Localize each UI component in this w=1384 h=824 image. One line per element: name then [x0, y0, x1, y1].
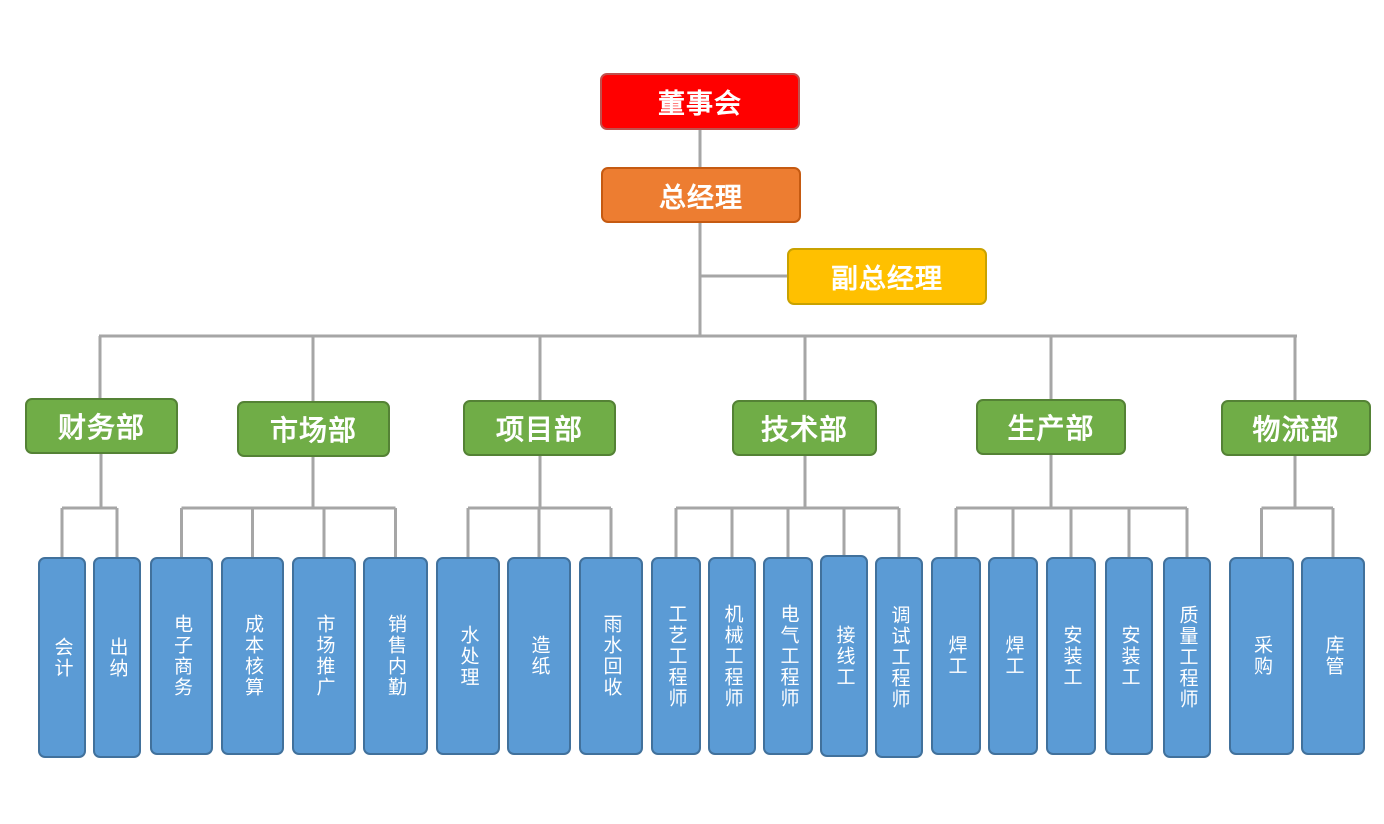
role-box: 机械工程师 — [708, 557, 756, 755]
role-box: 库管 — [1301, 557, 1365, 755]
role-box: 电气工程师 — [763, 557, 813, 755]
board-box: 董事会 — [600, 73, 800, 130]
vice-general-manager-box: 副总经理 — [787, 248, 987, 305]
department-box: 财务部 — [25, 398, 178, 454]
role-box: 焊工 — [988, 557, 1038, 755]
role-box: 安装工 — [1105, 557, 1153, 755]
role-box: 水处理 — [436, 557, 500, 755]
role-box: 雨水回收 — [579, 557, 643, 755]
department-box: 技术部 — [732, 400, 877, 456]
department-box: 项目部 — [463, 400, 616, 456]
role-box: 质量工程师 — [1163, 557, 1211, 758]
role-box: 接线工 — [820, 555, 868, 757]
role-box: 调试工程师 — [875, 557, 923, 758]
role-box: 电子商务 — [150, 557, 213, 755]
department-box: 物流部 — [1221, 400, 1371, 456]
role-box: 市场推广 — [292, 557, 356, 755]
role-box: 工艺工程师 — [651, 557, 701, 755]
role-box: 成本核算 — [221, 557, 284, 755]
department-box: 生产部 — [976, 399, 1126, 455]
general-manager-box: 总经理 — [601, 167, 801, 223]
role-box: 销售内勤 — [363, 557, 428, 755]
role-box: 会计 — [38, 557, 86, 758]
role-box: 安装工 — [1046, 557, 1096, 755]
role-box: 出纳 — [93, 557, 141, 758]
role-box: 采购 — [1229, 557, 1294, 755]
role-box: 焊工 — [931, 557, 981, 755]
department-box: 市场部 — [237, 401, 390, 457]
role-box: 造纸 — [507, 557, 571, 755]
